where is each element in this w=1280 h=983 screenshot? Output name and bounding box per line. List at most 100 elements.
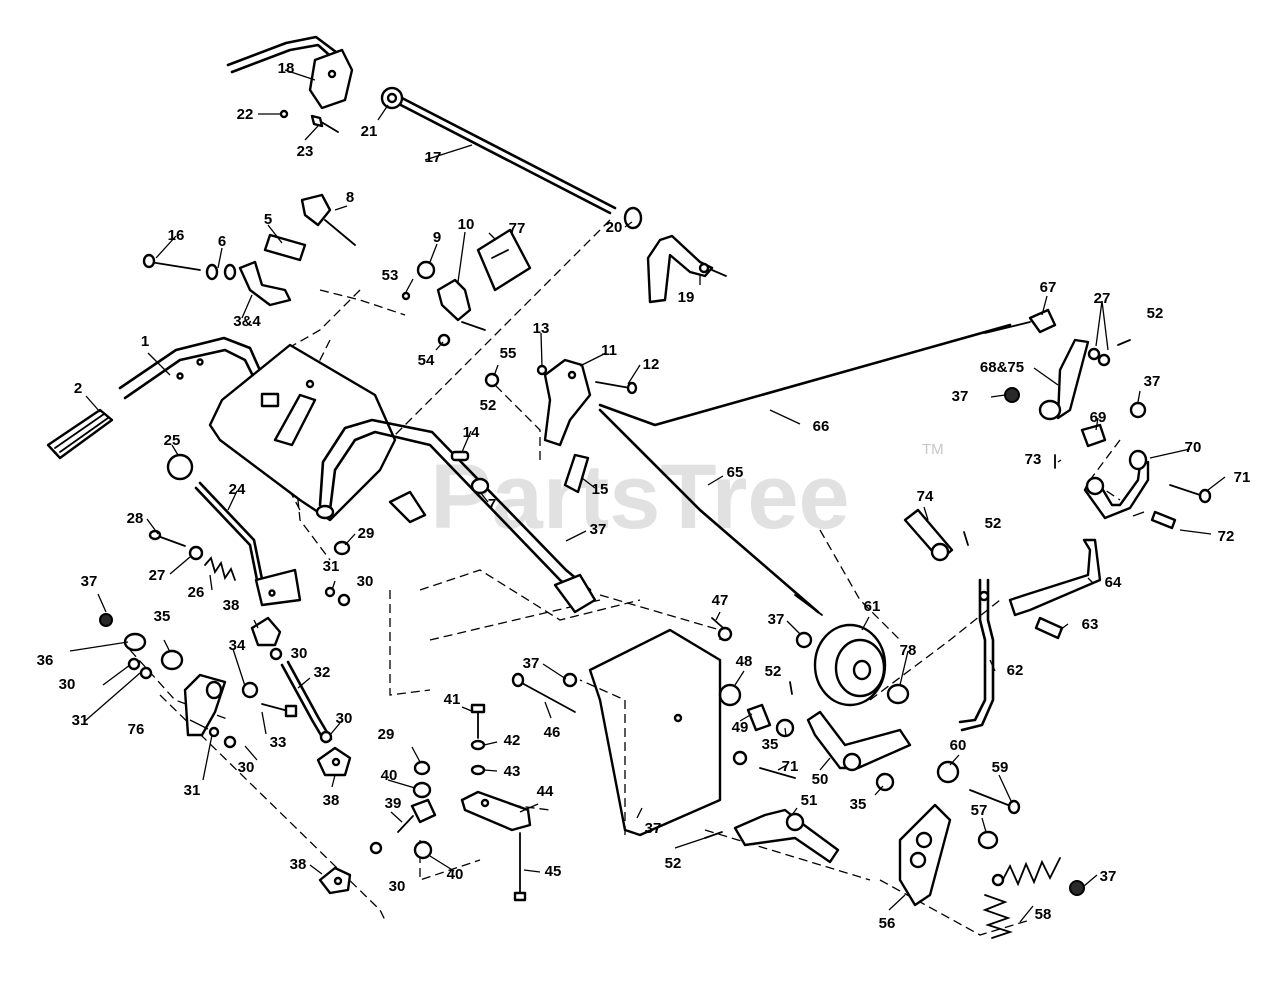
nut-37-spring — [1069, 880, 1085, 896]
frame-plate — [588, 628, 722, 837]
callout-30-f: 30 — [389, 878, 406, 895]
bolt-45 — [513, 832, 527, 902]
callout-65: 65 — [727, 464, 744, 481]
pin-72 — [1150, 510, 1177, 530]
callout-32: 32 — [314, 664, 331, 681]
washer-27 — [188, 545, 204, 561]
callout-44: 44 — [537, 783, 554, 800]
pin-53 — [401, 291, 411, 301]
callout-31-b: 31 — [72, 712, 89, 729]
callout-71-b: 71 — [1234, 469, 1251, 486]
callout-77: 77 — [509, 220, 526, 237]
bracket-10 — [436, 278, 486, 331]
pin-52-lower — [704, 831, 723, 839]
callout-69: 69 — [1090, 409, 1107, 426]
callout-51: 51 — [801, 792, 818, 809]
callout-46: 46 — [544, 724, 561, 741]
leader-lines — [69, 69, 1226, 923]
spacer-15 — [563, 453, 590, 494]
bracket-76 — [183, 673, 227, 737]
callout-30-e: 30 — [59, 676, 76, 693]
knob-25 — [166, 453, 194, 481]
callout-2: 2 — [74, 380, 82, 397]
callout-30-d: 30 — [238, 759, 255, 776]
nut-37-brake-right — [1129, 401, 1147, 419]
callout-30-a: 30 — [357, 573, 374, 590]
callout-9: 9 — [433, 229, 441, 246]
callout-7: 7 — [488, 496, 496, 513]
bolt-33 — [261, 703, 298, 718]
washer-43 — [470, 764, 486, 776]
nut-54 — [437, 333, 451, 347]
rod-end-38-middle — [316, 746, 352, 777]
bushing-20 — [623, 206, 643, 230]
nut-30-left — [127, 657, 141, 671]
callout-52-a: 52 — [480, 397, 497, 414]
callout-78: 78 — [900, 642, 917, 659]
callout-40-b: 40 — [447, 866, 464, 883]
nut-37-center — [732, 750, 748, 766]
callout-52-d: 52 — [765, 663, 782, 680]
spacer-48 — [718, 683, 742, 707]
callout-27-left: 27 — [149, 567, 166, 584]
callout-58: 58 — [1035, 906, 1052, 923]
brake-band-70 — [1083, 449, 1150, 520]
washer-42 — [470, 739, 486, 751]
spacer-5 — [263, 233, 307, 262]
callout-56: 56 — [879, 915, 896, 932]
spacer-69 — [1080, 423, 1107, 448]
idler-arm-50 — [806, 710, 912, 772]
callout-40-a: 40 — [381, 767, 398, 784]
callout-38-c: 38 — [290, 856, 307, 873]
callout-26: 26 — [188, 584, 205, 601]
callout-68-75: 68&75 — [980, 359, 1024, 376]
callout-55: 55 — [500, 345, 517, 362]
spacer-40-upper — [412, 781, 432, 799]
bolt-71-brake — [1169, 484, 1212, 504]
callout-61: 61 — [864, 598, 881, 615]
callout-16: 16 — [168, 227, 185, 244]
callout-11: 11 — [601, 342, 617, 359]
lever-3-4 — [238, 260, 292, 307]
pulley-61 — [813, 623, 887, 707]
nut-27 — [1087, 347, 1111, 367]
rod-17 — [393, 95, 617, 215]
shift-lever-14 — [315, 418, 597, 614]
callout-71-a: 71 — [782, 758, 799, 775]
callout-37-e: 37 — [768, 611, 785, 628]
rod-66 — [598, 321, 1031, 427]
spring-26 — [204, 556, 236, 581]
rod-end-38-bottom — [318, 866, 352, 895]
callout-29-upper: 29 — [358, 525, 375, 542]
callout-30-c: 30 — [336, 710, 353, 727]
watermark-trademark: TM — [922, 441, 944, 458]
callout-74: 74 — [917, 488, 934, 505]
callout-54: 54 — [418, 352, 435, 369]
nut-30-middle — [269, 647, 283, 661]
watermark: PartsTree — [430, 446, 849, 548]
callout-52-c: 52 — [985, 515, 1002, 532]
callout-23: 23 — [297, 143, 314, 160]
callout-48: 48 — [736, 653, 753, 670]
callout-10: 10 — [458, 216, 475, 233]
bushing-74 — [903, 508, 954, 562]
callout-64: 64 — [1105, 574, 1122, 591]
callout-13: 13 — [533, 320, 550, 337]
bolt-71-center — [759, 767, 796, 779]
rod-end-38-left — [250, 616, 282, 647]
nut-30-lower-left — [223, 735, 237, 749]
spacer-40-lower — [413, 840, 433, 860]
callout-50: 50 — [812, 771, 829, 788]
bushing-21 — [380, 86, 404, 110]
pivot-39 — [397, 798, 437, 833]
callout-49: 49 — [732, 719, 749, 736]
callout-41: 41 — [444, 691, 461, 708]
callout-63: 63 — [1082, 616, 1099, 633]
callout-36: 36 — [37, 652, 54, 669]
nut-31-left — [139, 666, 153, 680]
callout-37-h: 37 — [1100, 868, 1117, 885]
callout-39: 39 — [385, 795, 402, 812]
bolt-59 — [969, 789, 1021, 815]
callout-43: 43 — [504, 763, 521, 780]
